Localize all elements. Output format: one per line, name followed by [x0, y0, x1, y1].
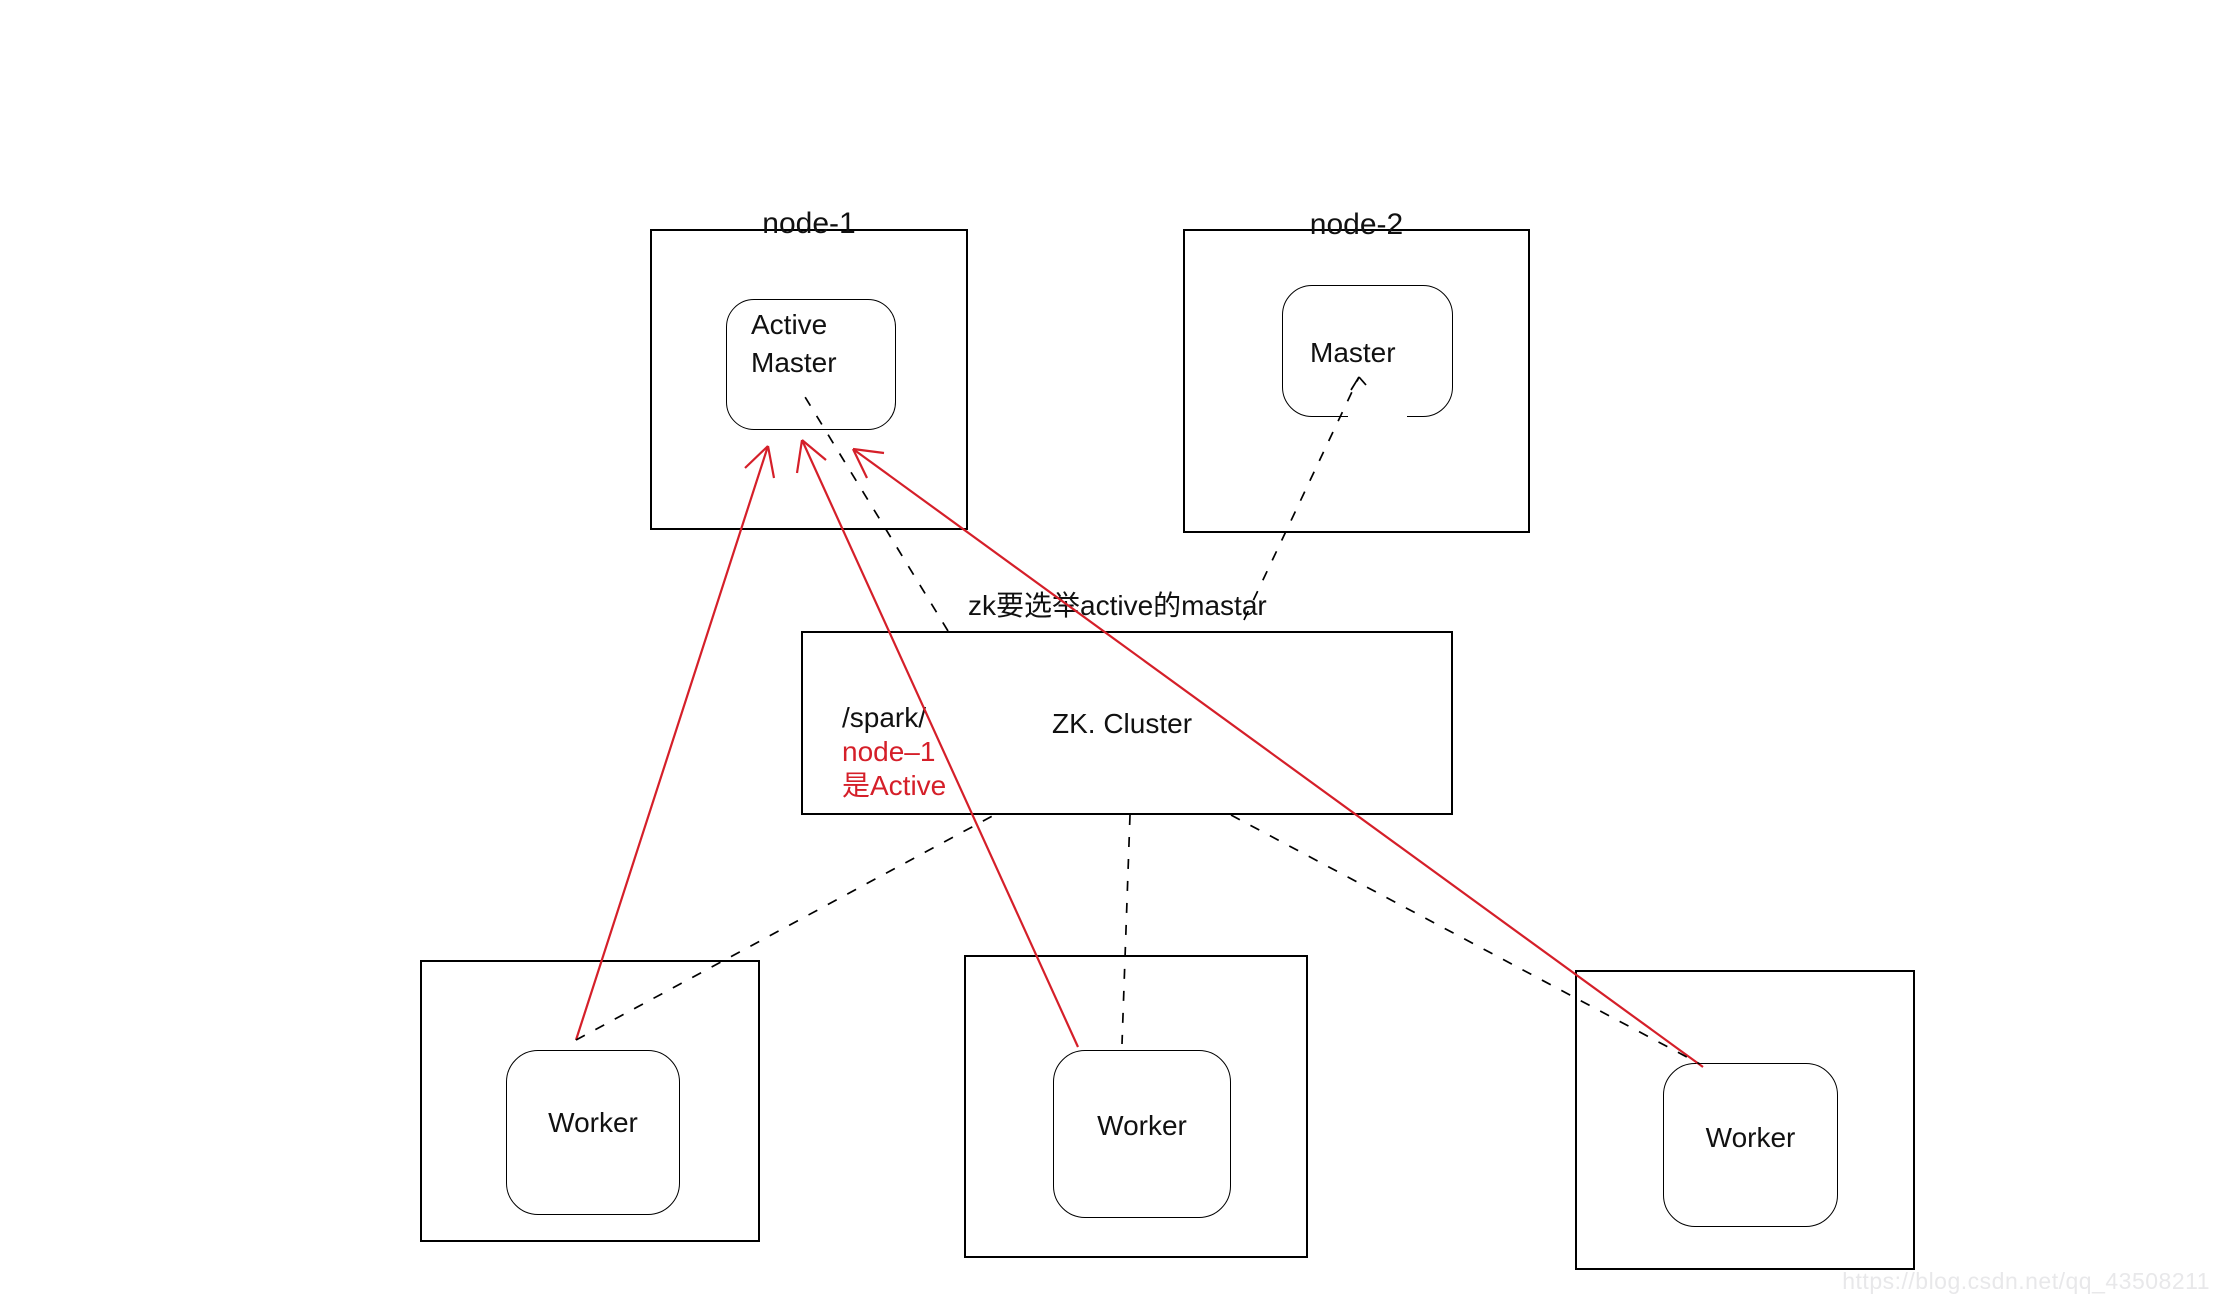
election-note: zk要选举active的mastar — [968, 590, 1267, 621]
standby-master-label: Master — [1310, 337, 1396, 368]
zk-cluster-title: ZK. Cluster — [1052, 708, 1193, 739]
worker1-label: Worker — [548, 1107, 638, 1138]
active-master-line1: Active — [751, 309, 828, 340]
active-master-label: Active Master — [751, 306, 837, 382]
red-arrow-worker1-to-active-master — [574, 445, 776, 1041]
worker3-host-box — [1575, 970, 1915, 1270]
zk-annotation-path: /spark/ — [842, 702, 927, 733]
worker3-box — [1663, 1063, 1838, 1227]
standby-master-border-gap — [1348, 410, 1407, 423]
node1-title: node-1 — [762, 207, 856, 240]
zk-annotation-node: node–1 — [842, 736, 936, 767]
worker1-box — [506, 1050, 680, 1215]
node2-title: node-2 — [1309, 208, 1404, 241]
worker2-label: Worker — [1097, 1110, 1187, 1141]
zk-annotation: /spark/ node–1 是Active — [842, 701, 946, 803]
active-master-line2: Master — [751, 347, 837, 378]
worker3-label: Worker — [1705, 1122, 1796, 1153]
zk-annotation-active: 是Active — [842, 770, 947, 801]
watermark: https://blog.csdn.net/qq_43508211 — [1842, 1268, 2210, 1294]
